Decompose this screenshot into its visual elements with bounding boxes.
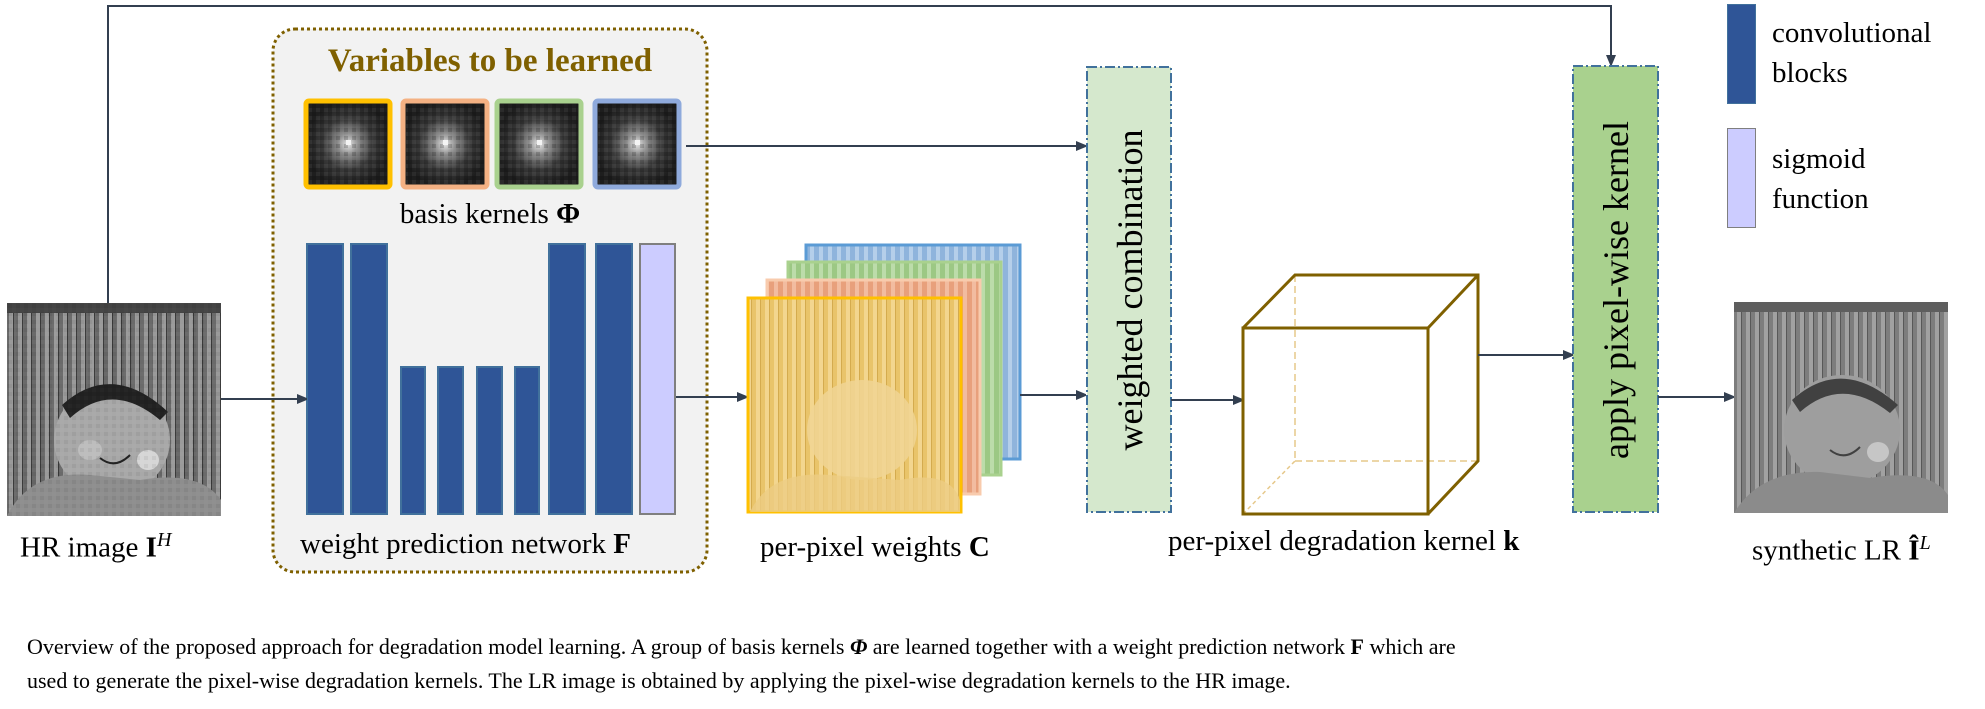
- basis-kernel-1: [303, 98, 393, 190]
- conv-block-5: [476, 366, 503, 515]
- weights-symbol: C: [968, 531, 990, 563]
- weights-label-text: per-pixel weights: [760, 531, 969, 563]
- legend-swatch-sigmoid: [1727, 128, 1756, 228]
- conv-block-4: [437, 366, 464, 515]
- conv-block-3: [400, 366, 426, 515]
- degradation-kernel-label-text: per-pixel degradation kernel: [1168, 525, 1504, 557]
- caption-text-b: are learned together with a weight predi…: [867, 634, 1351, 659]
- lr-image: [1734, 302, 1948, 513]
- caption-text-a: Overview of the proposed approach for de…: [27, 634, 850, 659]
- network-symbol: F: [613, 528, 631, 560]
- legend-swatch-conv: [1727, 4, 1756, 104]
- conv-block-7: [548, 243, 586, 515]
- weights-label: per-pixel weights C: [760, 533, 990, 562]
- hr-image-label-text: HR image: [20, 531, 146, 564]
- basis-kernel-3: [494, 98, 584, 190]
- per-pixel-weights-stack: [746, 243, 1022, 514]
- conv-block-6: [514, 366, 540, 515]
- basis-kernel-2: [400, 98, 490, 190]
- legend-sigmoid-line1: sigmoid: [1772, 143, 1866, 175]
- weighted-combination-label: weighted combination: [1110, 130, 1150, 451]
- group-title: Variables to be learned: [328, 43, 652, 79]
- basis-kernels-label: basis kernels Φ: [400, 198, 580, 230]
- hr-image-symbol: I: [145, 531, 157, 564]
- network-label-text: weight prediction network: [300, 528, 614, 560]
- legend-conv-line2: blocks: [1772, 57, 1848, 89]
- skip-connection-arrow: [107, 5, 1611, 303]
- basis-kernel-4: [592, 98, 682, 190]
- sigmoid-layer: [639, 243, 676, 515]
- hr-image-label: HR image IH: [20, 530, 171, 563]
- degradation-kernel-cube: [1241, 273, 1480, 516]
- conv-block-8: [595, 243, 633, 515]
- legend-label-conv: convolutional blocks: [1772, 13, 1931, 93]
- caption-symbol-phi: Φ: [849, 634, 868, 659]
- caption-symbol-f: F: [1350, 634, 1364, 659]
- conv-block-2: [350, 243, 388, 515]
- caption-line-1: Overview of the proposed approach for de…: [27, 636, 1456, 658]
- legend-conv-line1: convolutional: [1772, 17, 1932, 49]
- lr-image-label-text: synthetic LR: [1752, 534, 1909, 567]
- legend-label-sigmoid: sigmoid function: [1772, 139, 1869, 219]
- apply-kernel-label: apply pixel-wise kernel: [1596, 121, 1636, 459]
- caption-line-2: used to generate the pixel-wise degradat…: [27, 668, 1291, 693]
- degradation-kernel-symbol: k: [1503, 525, 1520, 557]
- network-label: weight prediction network F: [300, 530, 631, 559]
- apply-kernel-box: apply pixel-wise kernel: [1572, 65, 1659, 513]
- hr-image-superscript: H: [156, 529, 172, 551]
- legend-sigmoid-line2: function: [1772, 183, 1869, 215]
- basis-kernels: [303, 98, 682, 190]
- conv-block-1: [306, 243, 344, 515]
- lr-image-superscript: L: [1919, 532, 1931, 554]
- weight-prediction-network: [306, 243, 676, 515]
- hr-image: [7, 303, 221, 516]
- caption-text-c: which are: [1363, 634, 1456, 659]
- weighted-combination-box: weighted combination: [1086, 66, 1172, 513]
- degradation-kernel-label: per-pixel degradation kernel k: [1168, 527, 1519, 556]
- lr-image-symbol: Î: [1908, 534, 1920, 567]
- lr-image-label: synthetic LR ÎL: [1752, 533, 1931, 566]
